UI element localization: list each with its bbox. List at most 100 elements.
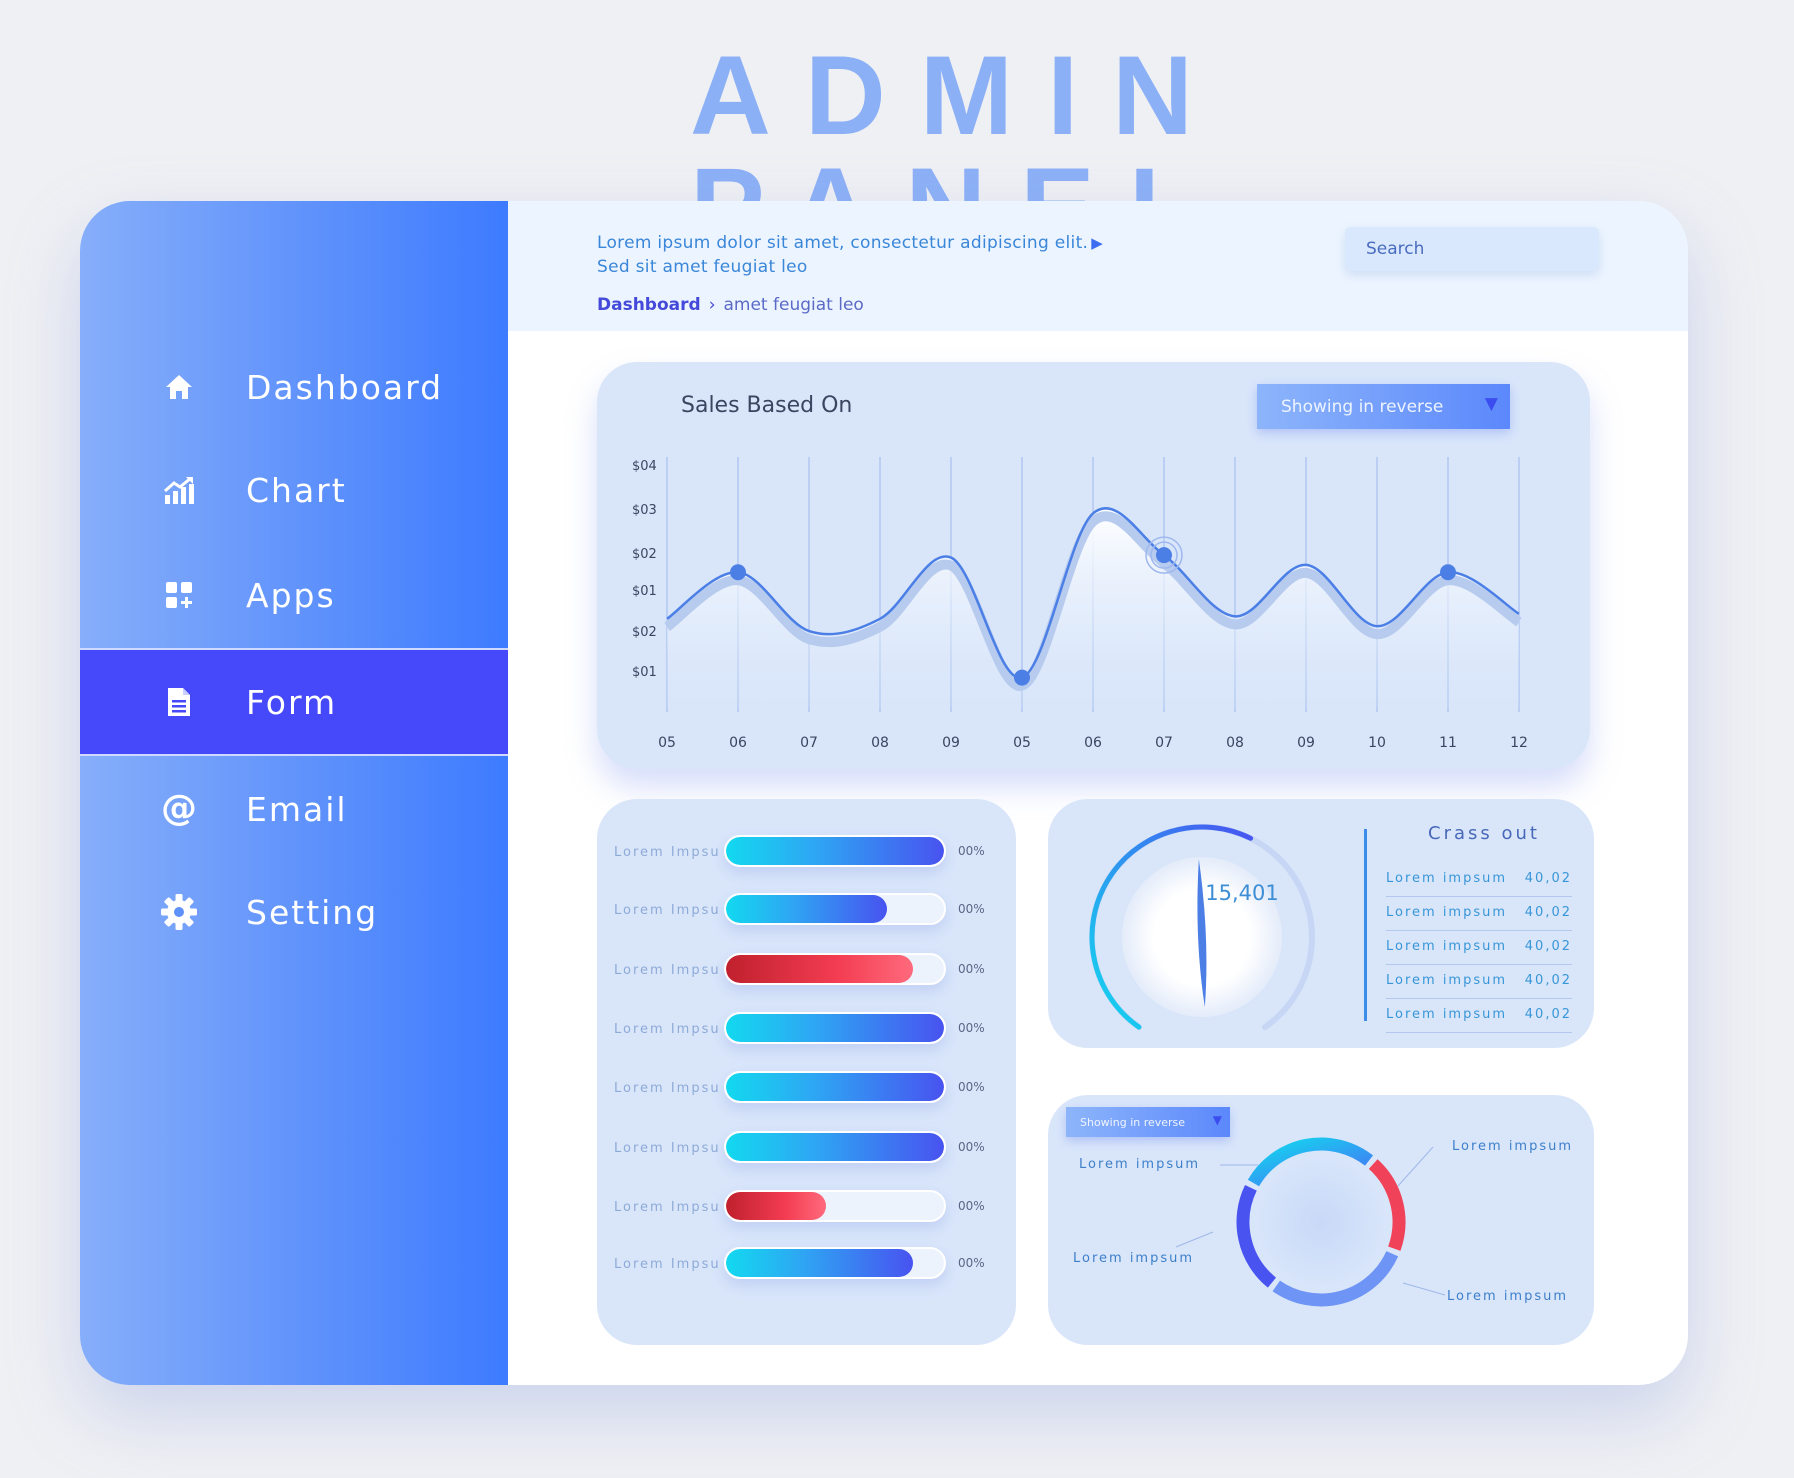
sidebar-item-label: Setting xyxy=(246,892,379,932)
progress-track xyxy=(724,1012,946,1044)
progress-label: Lorem Impsu xyxy=(614,1022,721,1037)
progress-bars-card: Lorem Impsu 00% Lorem Impsu 00% Lorem Impsu 0… xyxy=(597,799,1016,1345)
progress-fill xyxy=(726,955,914,983)
series-shadow xyxy=(663,511,1522,691)
leader-line xyxy=(1402,1282,1446,1296)
progress-percent: 00% xyxy=(958,962,985,976)
dropdown-value: Showing in reverse xyxy=(1080,1115,1186,1129)
caret-down-icon: ▼ xyxy=(1484,394,1498,414)
data-point[interactable] xyxy=(1440,564,1456,581)
chart-icon xyxy=(160,471,198,509)
sidebar-item-label: Form xyxy=(246,682,338,722)
progress-fill xyxy=(726,837,944,865)
description-line-2: Sed sit amet feugiat leo xyxy=(597,257,808,277)
crass-out-row: Lorem impsum 40,02 xyxy=(1386,965,1572,999)
y-tick-label: $04 xyxy=(632,459,657,474)
sidebar-item-label: Chart xyxy=(246,470,347,510)
donut-filter-dropdown[interactable]: Showing in reverse ▼ xyxy=(1066,1107,1230,1137)
donut-segment[interactable] xyxy=(1272,1250,1399,1307)
x-tick-label: 05 xyxy=(658,735,676,751)
progress-percent: 00% xyxy=(958,1021,985,1035)
progress-percent: 00% xyxy=(958,1199,985,1213)
progress-track xyxy=(724,1190,946,1222)
sidebar-item-dashboard[interactable]: Dashboard xyxy=(80,335,508,439)
donut-chart xyxy=(1175,1137,1446,1307)
series-line xyxy=(666,507,1520,679)
data-point[interactable] xyxy=(1156,547,1172,564)
gauge-chart xyxy=(1089,824,1315,1031)
row-value: 40,02 xyxy=(1524,973,1572,988)
at-icon: @ xyxy=(161,788,197,829)
description-line-1: Lorem ipsum dolor sit amet, consectetur … xyxy=(597,233,1089,253)
sidebar-item-label: Dashboard xyxy=(246,367,444,407)
row-value: 40,02 xyxy=(1524,1007,1572,1022)
data-point[interactable] xyxy=(1014,669,1030,686)
sidebar-item-chart[interactable]: Chart xyxy=(80,438,508,542)
progress-percent: 00% xyxy=(958,902,985,916)
breadcrumb-current: amet feugiat leo xyxy=(723,295,864,315)
x-tick-label: 08 xyxy=(871,735,889,751)
donut-label: Lorem impsum xyxy=(1079,1157,1201,1172)
progress-percent: 00% xyxy=(958,844,985,858)
x-tick-label: 09 xyxy=(942,735,960,751)
crass-out-row: Lorem impsum 40,02 xyxy=(1386,999,1572,1033)
donut-segment[interactable] xyxy=(1236,1184,1277,1288)
row-name: Lorem impsum xyxy=(1386,939,1508,954)
donut-segment[interactable] xyxy=(1368,1159,1406,1251)
y-tick-label: $01 xyxy=(632,584,657,599)
progress-track xyxy=(724,1131,946,1163)
progress-label: Lorem Impsu xyxy=(614,845,721,860)
gauge-needle xyxy=(1197,859,1207,1007)
x-tick-label: 11 xyxy=(1439,735,1457,751)
x-tick-label: 07 xyxy=(800,735,818,751)
progress-label: Lorem Impsu xyxy=(614,1257,721,1272)
y-tick-label: $01 xyxy=(632,665,657,680)
x-tick-label: 07 xyxy=(1155,735,1173,751)
row-name: Lorem impsum xyxy=(1386,1007,1508,1022)
progress-label: Lorem Impsu xyxy=(614,963,721,978)
progress-percent: 00% xyxy=(958,1080,985,1094)
sidebar-item-form[interactable]: Form xyxy=(80,648,508,756)
sidebar-item-setting[interactable]: Setting xyxy=(80,860,508,964)
breadcrumb-root[interactable]: Dashboard xyxy=(597,295,701,315)
progress-track xyxy=(724,1071,946,1103)
breadcrumb: Dashboard›amet feugiat leo xyxy=(597,295,864,315)
sidebar-item-email[interactable]: @ Email xyxy=(80,757,508,861)
row-name: Lorem impsum xyxy=(1386,973,1508,988)
sales-filter-dropdown[interactable]: Showing in reverse ▼ xyxy=(1257,384,1510,429)
progress-percent: 00% xyxy=(958,1140,985,1154)
x-tick-label: 10 xyxy=(1368,735,1386,751)
row-value: 40,02 xyxy=(1524,871,1572,886)
x-tick-label: 06 xyxy=(1084,735,1102,751)
donut-card: Showing in reverse ▼ Lorem impsum Lorem … xyxy=(1048,1095,1594,1345)
progress-track xyxy=(724,835,946,867)
y-tick-label: $03 xyxy=(632,503,657,518)
apps-icon xyxy=(160,576,198,614)
progress-label: Lorem Impsu xyxy=(614,1081,721,1096)
progress-track xyxy=(724,1247,946,1279)
progress-fill xyxy=(726,1192,827,1220)
gauge-value: 15,401 xyxy=(1205,881,1279,905)
sidebar-item-apps[interactable]: Apps xyxy=(80,543,508,647)
highlight-ring xyxy=(1150,541,1178,569)
row-value: 40,02 xyxy=(1524,905,1572,920)
donut-segment[interactable] xyxy=(1247,1137,1374,1187)
data-point[interactable] xyxy=(730,564,746,581)
donut-label: Lorem impsum xyxy=(1073,1251,1195,1266)
progress-label: Lorem Impsu xyxy=(614,1141,721,1156)
search-input[interactable]: Search xyxy=(1345,227,1599,271)
sidebar-item-label: Email xyxy=(246,789,348,829)
progress-track xyxy=(724,953,946,985)
progress-fill xyxy=(726,1014,944,1042)
play-icon[interactable]: ▶ xyxy=(1091,234,1104,252)
dropdown-value: Showing in reverse xyxy=(1281,396,1444,417)
form-icon xyxy=(160,683,198,721)
progress-percent: 00% xyxy=(958,1256,985,1270)
progress-fill xyxy=(726,1133,944,1161)
divider xyxy=(1364,829,1367,1021)
donut-label: Lorem impsum xyxy=(1447,1289,1569,1304)
gauge-level-arc xyxy=(1089,824,1254,1030)
caret-down-icon: ▼ xyxy=(1212,1113,1222,1127)
series-area xyxy=(667,508,1519,707)
